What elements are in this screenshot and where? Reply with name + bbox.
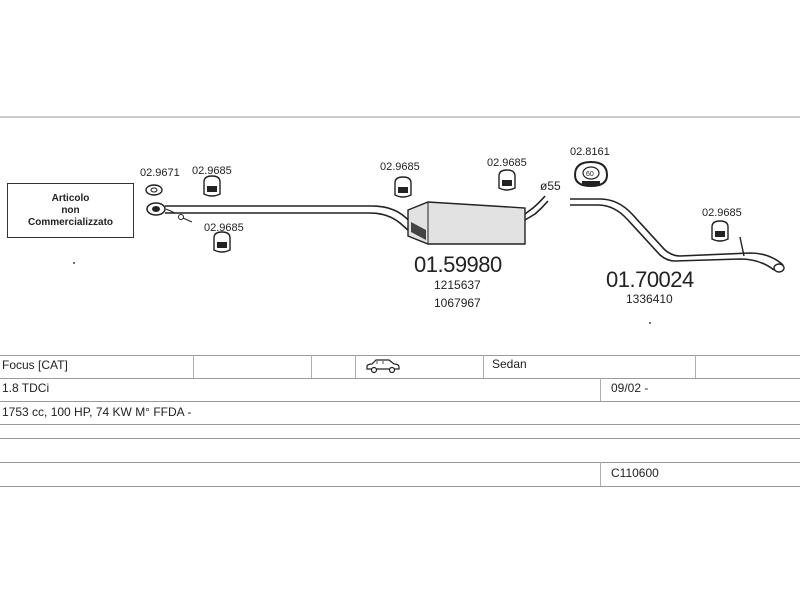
rear-part-number: 01.70024 <box>606 267 694 292</box>
clamp-icon <box>203 175 221 197</box>
center-muffler <box>407 195 549 245</box>
clamp-icon <box>394 176 412 198</box>
center-part-number: 01.59980 <box>414 252 502 277</box>
label-clamp-b: 02.9685 <box>204 222 244 234</box>
rear-pipe <box>570 198 785 273</box>
label-clamp-e: 02.9685 <box>702 207 742 219</box>
vehicle-spec: 1753 cc, 100 HP, 74 KW M° FFDA - <box>2 405 192 419</box>
front-flange-icon <box>146 202 193 223</box>
label-ring-size: 60 <box>586 171 594 178</box>
vehicle-date: 09/02 - <box>611 381 649 395</box>
label-clamp-d: 02.9685 <box>487 157 527 169</box>
center-oem-2: 1067967 <box>434 296 481 310</box>
not-sold-line-3: Commercializzato <box>27 216 114 228</box>
gasket-icon <box>145 184 163 196</box>
label-gasket-left: 02.9671 <box>140 167 180 179</box>
not-sold-line-2: non <box>61 204 80 216</box>
rubber-ring-icon <box>573 160 609 188</box>
not-sold-box: Articolo non Commercializzato <box>7 183 134 238</box>
clamp-icon <box>711 220 729 242</box>
label-diameter: ø55 <box>540 179 561 193</box>
clamp-icon <box>213 231 231 253</box>
label-clamp-c: 02.9685 <box>380 161 420 173</box>
label-ring: 02.8161 <box>570 146 610 158</box>
sedan-car-icon <box>366 359 400 374</box>
rear-oem-1: 1336410 <box>626 292 673 306</box>
vehicle-body: Sedan <box>492 357 527 371</box>
clamp-icon <box>498 169 516 191</box>
vehicle-engine: 1.8 TDCi <box>2 381 50 395</box>
center-oem-1: 1215637 <box>434 278 481 292</box>
vehicle-model: Focus [CAT] <box>2 358 68 372</box>
vehicle-code: C110600 <box>611 466 659 480</box>
not-sold-line-1: Articolo <box>51 192 90 204</box>
front-pipe <box>165 205 415 232</box>
label-clamp-a: 02.9685 <box>192 165 232 177</box>
